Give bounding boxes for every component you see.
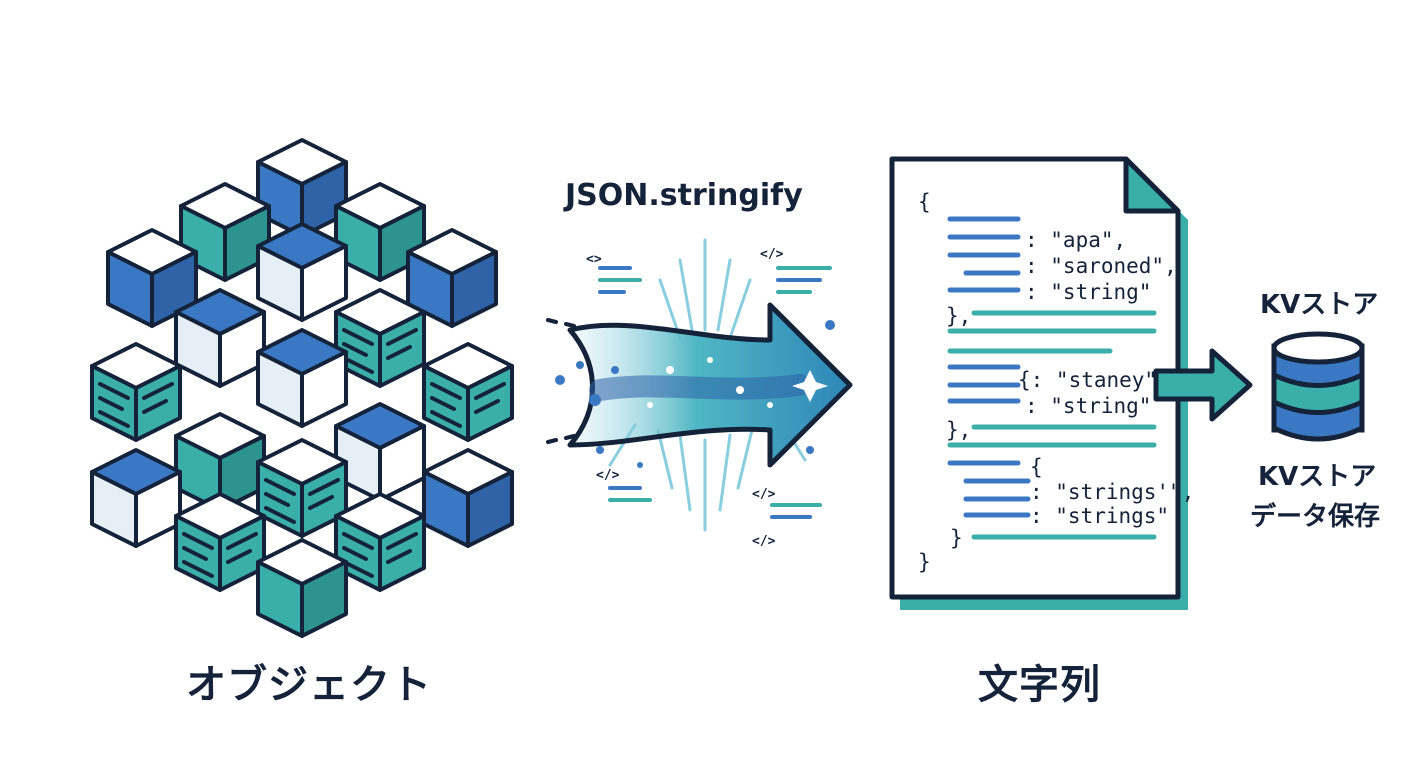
code-line: { [1030,455,1043,479]
code-tag: </> [752,487,776,502]
code-tag: </> [596,468,620,483]
kv-caption-2: データ保存 [1250,502,1381,532]
code-tag: </> [760,247,784,262]
string-label: 文字列 [978,662,1101,708]
transform-label: JSON.stringify [565,178,803,213]
kv-title: KVストア [1260,290,1379,320]
code-line: }, [946,304,972,328]
kv-caption-1: KVストア [1258,462,1377,492]
cube-cluster-icon [90,138,514,638]
code-line: {: "staney", [1018,368,1170,392]
store-arrow-icon [1153,348,1253,422]
arrow-icon [546,238,853,532]
code-line: : "strings'", [1030,480,1195,504]
code-line: } [950,526,963,550]
database-icon [1271,331,1365,442]
code-line: : "apa", [1025,228,1127,252]
code-line: : "saroned", [1025,254,1177,278]
code-line: : "strings" [1030,504,1170,528]
document-icon [889,156,1188,610]
code-line: : "string" [1025,280,1152,304]
object-label: オブジェクト [186,662,432,708]
code-line: } [918,550,931,574]
code-line: }, [946,418,972,442]
code-line: : "string" [1025,394,1152,418]
code-line: { [918,190,931,214]
code-tag: </> [752,534,776,549]
code-tag: <> [586,252,602,267]
